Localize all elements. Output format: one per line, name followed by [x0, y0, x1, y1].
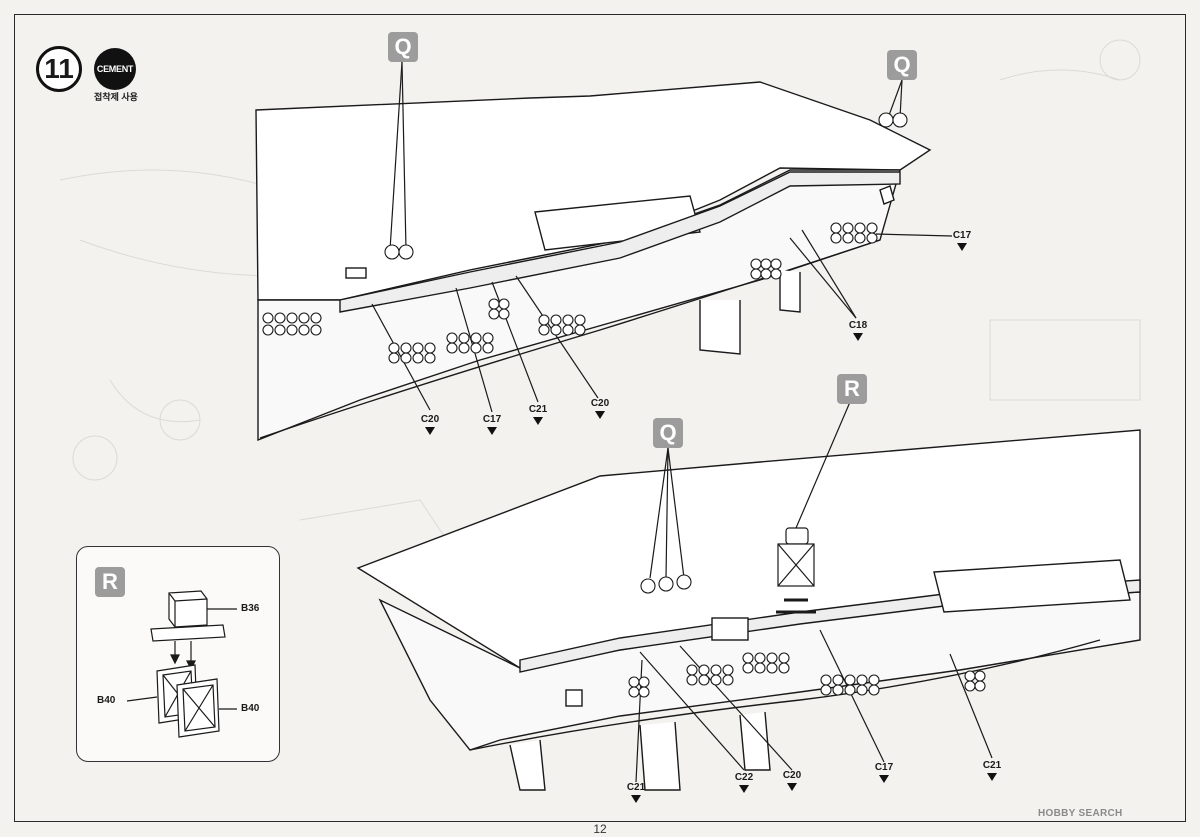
- callout-arrow-icon: [631, 795, 641, 803]
- sub-assembly-tag-r: R: [837, 374, 867, 404]
- part-callout: C20: [772, 770, 812, 791]
- part-label: C22: [734, 772, 754, 783]
- part-clusters: [262, 112, 986, 698]
- cement-note: 접착제 사용: [94, 92, 138, 102]
- part-callout: C17: [864, 762, 904, 783]
- callout-arrow-icon: [425, 427, 435, 435]
- sub-assembly-tag-q: Q: [388, 32, 418, 62]
- callout-arrow-icon: [987, 773, 997, 781]
- callout-arrow-icon: [739, 785, 749, 793]
- part-label-b36: B36: [241, 603, 260, 614]
- lower-hull: [356, 429, 1141, 791]
- part-label: C20: [782, 770, 802, 781]
- part-callout: C21: [518, 404, 558, 425]
- part-callout: C20: [410, 414, 450, 435]
- r-part-main: [776, 527, 816, 614]
- upper-hull: [255, 81, 932, 442]
- watermark-logo: HOBBY SEARCH: [1038, 808, 1123, 819]
- cement-icon: CEMENT: [94, 48, 136, 90]
- part-label: C21: [528, 404, 548, 415]
- callout-arrow-icon: [787, 783, 797, 791]
- step-number-badge: 11: [36, 46, 82, 92]
- part-label: C18: [848, 320, 868, 331]
- callout-arrow-icon: [487, 427, 497, 435]
- part-callout: C22: [724, 772, 764, 793]
- part-label: C17: [482, 414, 502, 425]
- callout-arrow-icon: [595, 411, 605, 419]
- inset-panel-r: R B36 B40 B40: [76, 546, 280, 762]
- sub-assembly-tag-q: Q: [887, 50, 917, 80]
- sub-assembly-tag-q: Q: [653, 418, 683, 448]
- callout-arrow-icon: [533, 417, 543, 425]
- callout-arrow-icon: [957, 243, 967, 251]
- part-label: C21: [626, 782, 646, 793]
- instruction-sheet-border: [14, 14, 1186, 822]
- callout-arrow-icon: [853, 333, 863, 341]
- sub-assembly-tag-r: R: [95, 567, 125, 597]
- part-label: C20: [590, 398, 610, 409]
- part-label-b40: B40: [241, 703, 260, 714]
- inset-diagram: [126, 590, 237, 738]
- part-label: C17: [952, 230, 972, 241]
- part-label: C17: [874, 762, 894, 773]
- part-callout: C20: [580, 398, 620, 419]
- part-callout: C18: [838, 320, 878, 341]
- part-label: C20: [420, 414, 440, 425]
- part-callout: C21: [972, 760, 1012, 781]
- part-label: C21: [982, 760, 1002, 771]
- page-number: 12: [593, 822, 607, 836]
- part-label-b40: B40: [97, 695, 116, 706]
- part-callout: C17: [472, 414, 512, 435]
- part-callout: C17: [942, 230, 982, 251]
- callout-arrow-icon: [879, 775, 889, 783]
- part-callout: C21: [616, 782, 656, 803]
